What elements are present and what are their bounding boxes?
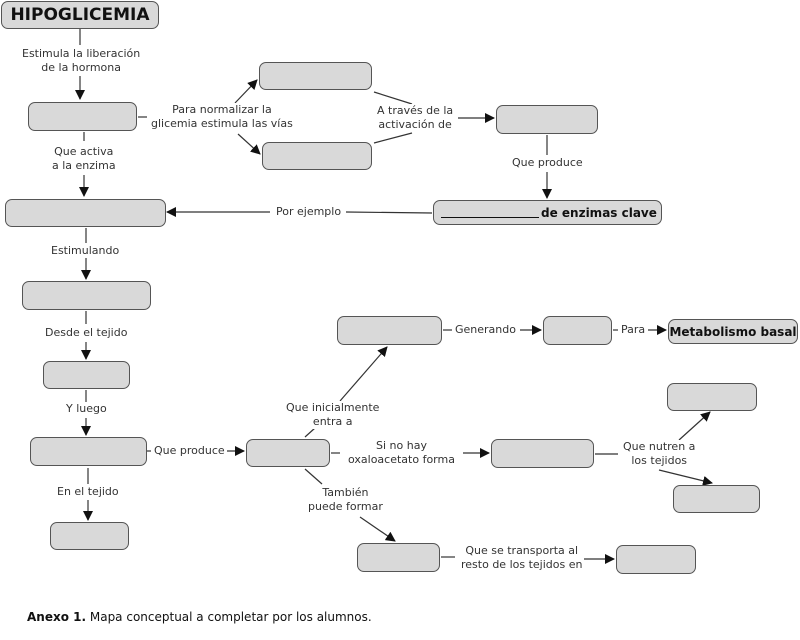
node-en-tejido[interactable]	[50, 522, 129, 550]
node-via-1[interactable]	[259, 62, 372, 90]
node-forma[interactable]	[491, 439, 594, 468]
link-label-que-produce-1: Que produce	[510, 156, 585, 170]
connector-normalizar-arrow-down	[237, 133, 261, 155]
node-entra[interactable]	[337, 316, 442, 345]
link-label-line: Que nutren a	[623, 440, 696, 453]
node-producto[interactable]	[246, 439, 330, 467]
node-enzimas-clave[interactable]: de enzimas clave	[433, 200, 662, 225]
link-label-normalizar: Para normalizar la glicemia estimula las…	[149, 103, 295, 131]
node-puede-formar[interactable]	[357, 543, 440, 572]
link-label-line: oxaloacetato forma	[348, 453, 455, 466]
link-label-line: puede formar	[308, 500, 383, 513]
node-enzima[interactable]	[5, 199, 166, 227]
link-label-que-activa: Que activa a la enzima	[50, 145, 118, 173]
connector-inicialmente-arrow	[339, 346, 388, 402]
connector-normalizar-arrow-up	[234, 79, 258, 104]
caption-text: Mapa conceptual a completar por los alum…	[86, 610, 372, 624]
node-enzima-activada[interactable]	[496, 105, 598, 134]
link-label-line: Que se transporta al	[465, 544, 579, 557]
link-label-line: Que inicialmente	[286, 401, 380, 414]
node-hipoglicemia: HIPOGLICEMIA	[1, 1, 159, 29]
node-hormona[interactable]	[28, 102, 137, 131]
figure-caption: Anexo 1. Mapa conceptual a completar por…	[27, 610, 372, 624]
blank-field[interactable]	[441, 207, 539, 218]
link-label-desde-tejido: Desde el tejido	[43, 326, 130, 340]
link-label-line: Para normalizar la	[172, 103, 272, 116]
connector-nutren-arrow-up	[678, 411, 711, 441]
link-label-nutren: Que nutren a los tejidos	[621, 440, 698, 468]
link-label-line: glicemia estimula las vías	[151, 117, 293, 130]
node-transporta[interactable]	[616, 545, 696, 574]
node-nutre-1[interactable]	[667, 383, 757, 411]
link-label-si-no-hay: Si no hay oxaloacetato forma	[346, 439, 457, 467]
link-label-tambien: También puede formar	[306, 486, 385, 514]
node-metabolismo-basal: Metabolismo basal	[668, 319, 798, 344]
link-label-line: Estimula la liberación	[22, 47, 141, 60]
link-label-line: También	[322, 486, 369, 499]
node-enzimas-clave-text: de enzimas clave	[541, 205, 657, 220]
link-label-generando: Generando	[453, 323, 518, 337]
link-label-estimula: Estimula la liberación de la hormona	[20, 47, 143, 75]
link-label-line: los tejidos	[631, 454, 688, 467]
link-label-line: a la enzima	[52, 159, 116, 172]
connector-via1-line	[373, 91, 413, 105]
link-label-line: entra a	[312, 415, 353, 428]
link-label-que-produce-2: Que produce	[152, 444, 227, 458]
caption-label: Anexo 1.	[27, 610, 87, 624]
connector-tambien-arrow	[359, 516, 396, 542]
link-label-por-ejemplo: Por ejemplo	[274, 205, 344, 219]
link-label-estimulando: Estimulando	[49, 244, 122, 258]
connector-nutren-arrow-down	[658, 469, 713, 486]
node-luego[interactable]	[30, 437, 147, 466]
link-label-transporta: Que se transporta al resto de los tejido…	[459, 544, 585, 572]
link-label-inicialmente: Que inicialmente entra a	[284, 401, 382, 429]
connector-inicialmente-line	[304, 427, 316, 438]
link-label-line: Que activa	[54, 145, 114, 158]
node-genera[interactable]	[543, 316, 612, 345]
link-label-line: de la hormona	[41, 61, 121, 74]
connector-via2-line	[373, 132, 413, 144]
node-via-2[interactable]	[262, 142, 372, 170]
node-estimulado[interactable]	[22, 281, 151, 310]
link-label-en-tejido: En el tejido	[55, 485, 121, 499]
link-label-line: A través de la	[377, 104, 454, 117]
node-nutre-2[interactable]	[673, 485, 760, 513]
link-label-line: activación de	[378, 118, 452, 131]
link-label-y-luego: Y luego	[64, 402, 109, 416]
connector-por-ejemplo-line	[345, 211, 433, 214]
link-label-a-traves: A través de la activación de	[375, 104, 456, 132]
link-label-para: Para	[619, 323, 648, 337]
connector-tambien-line	[304, 468, 323, 485]
link-label-line: Si no hay	[376, 439, 427, 452]
link-label-line: resto de los tejidos en	[461, 558, 583, 571]
node-tejido[interactable]	[43, 361, 130, 389]
